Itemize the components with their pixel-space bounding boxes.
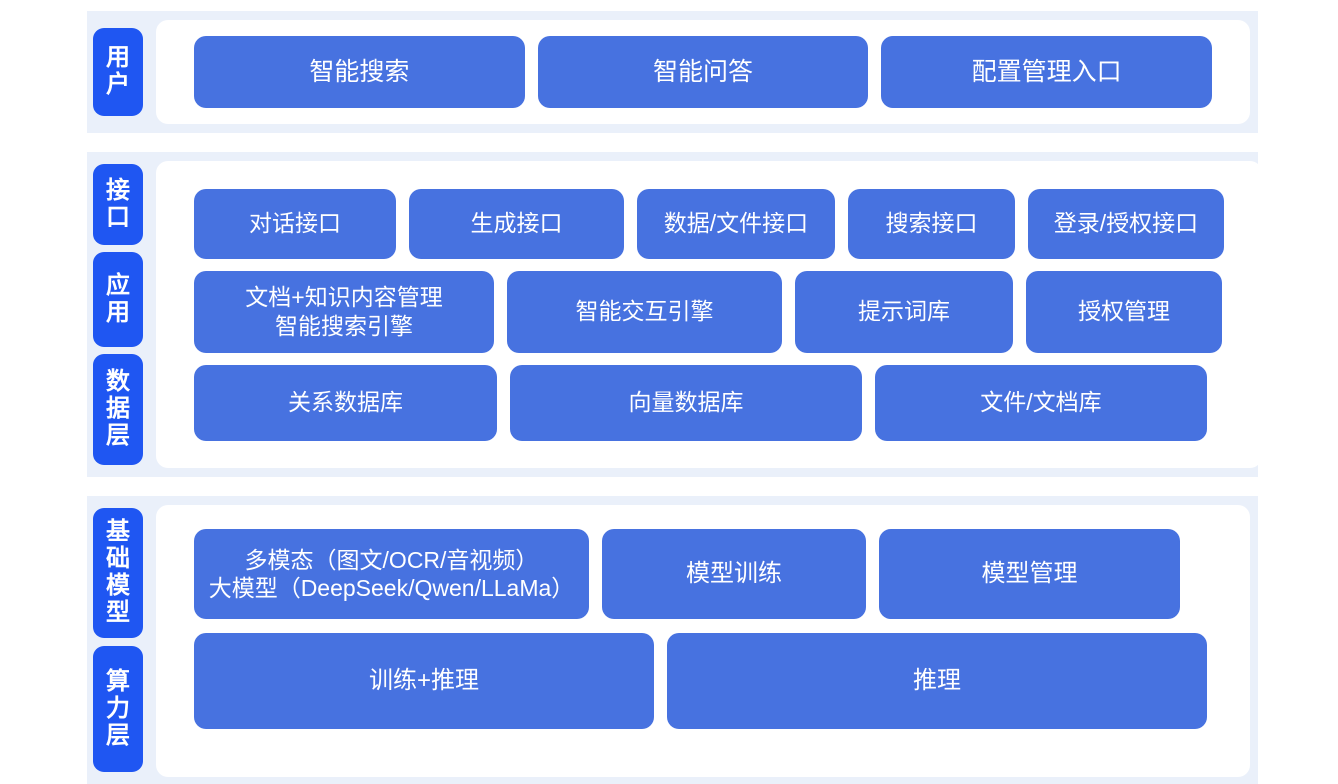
layer-tab-char: 据 (106, 395, 130, 423)
layer-tab-char: 础 (106, 545, 130, 573)
box-file-document-store[interactable]: 文件/文档库 (875, 364, 1207, 441)
row-data: 关系数据库 向量数据库 文件/文档库 (156, 364, 1262, 441)
tab-column-middle: 接口 应用 数据层 (87, 152, 149, 477)
box-authorization-management[interactable]: 授权管理 (1026, 270, 1222, 353)
layer-tab-char: 算 (106, 667, 130, 695)
layer-tab-char: 户 (106, 71, 130, 98)
row-model: 多模态（图文/OCR/音视频） 大模型（DeepSeek/Qwen/LLaMa）… (156, 529, 1250, 619)
row-compute: 训练+推理 推理 (156, 633, 1250, 729)
layer-tab-char: 接 (106, 176, 130, 204)
box-dialog-api[interactable]: 对话接口 (194, 188, 396, 259)
box-relational-database[interactable]: 关系数据库 (194, 364, 497, 441)
section-foundation: 基础模型 算力层 多模态（图文/OCR/音视频） 大模型（DeepSeek/Qw… (87, 496, 1258, 784)
box-smart-interaction-engine[interactable]: 智能交互引擎 (507, 270, 782, 353)
box-prompt-library[interactable]: 提示词库 (795, 270, 1013, 353)
card-user: 智能搜索 智能问答 配置管理入口 (156, 20, 1250, 124)
box-doc-knowledge-management[interactable]: 文档+知识内容管理 智能搜索引擎 (194, 270, 494, 353)
layer-tab-char: 应 (106, 271, 130, 299)
layer-tab-char: 数 (106, 368, 130, 396)
row-application: 文档+知识内容管理 智能搜索引擎 智能交互引擎 提示词库 授权管理 (156, 270, 1262, 353)
layer-tab-data[interactable]: 数据层 (93, 354, 143, 465)
box-multimodal-large-model[interactable]: 多模态（图文/OCR/音视频） 大模型（DeepSeek/Qwen/LLaMa） (194, 529, 589, 619)
row-user: 智能搜索 智能问答 配置管理入口 (156, 36, 1250, 108)
layer-tab-char: 用 (106, 298, 130, 326)
box-inference[interactable]: 推理 (667, 633, 1207, 729)
tab-column-foundation: 基础模型 算力层 (87, 496, 149, 784)
box-generation-api[interactable]: 生成接口 (409, 188, 624, 259)
box-config-management-entry[interactable]: 配置管理入口 (881, 36, 1213, 108)
box-model-management[interactable]: 模型管理 (879, 529, 1180, 619)
layer-tab-application[interactable]: 应用 (93, 252, 143, 348)
box-smart-qa[interactable]: 智能问答 (537, 36, 869, 108)
layer-tab-compute[interactable]: 算力层 (93, 646, 143, 772)
layer-tab-interface[interactable]: 接口 (93, 164, 143, 246)
layer-tab-char: 力 (106, 694, 130, 722)
box-search-api[interactable]: 搜索接口 (848, 188, 1015, 259)
card-middle: 对话接口 生成接口 数据/文件接口 搜索接口 登录/授权接口 文档+知识内容管理… (156, 161, 1262, 468)
box-smart-search[interactable]: 智能搜索 (194, 36, 525, 108)
layer-tab-char: 型 (106, 599, 130, 627)
layer-tab-char: 模 (106, 572, 130, 600)
section-user: 用户 智能搜索 智能问答 配置管理入口 (87, 11, 1258, 133)
box-data-file-api[interactable]: 数据/文件接口 (637, 188, 835, 259)
box-model-training[interactable]: 模型训练 (602, 529, 866, 619)
box-login-auth-api[interactable]: 登录/授权接口 (1028, 188, 1224, 259)
tab-column-user: 用户 (87, 11, 149, 133)
layer-tab-char: 口 (106, 203, 130, 231)
layer-tab-char: 基 (106, 518, 130, 546)
box-vector-database[interactable]: 向量数据库 (510, 364, 862, 441)
layer-tab-user[interactable]: 用户 (93, 28, 143, 116)
layer-tab-char: 层 (106, 422, 130, 450)
box-training-and-inference[interactable]: 训练+推理 (194, 633, 654, 729)
row-interface: 对话接口 生成接口 数据/文件接口 搜索接口 登录/授权接口 (156, 188, 1262, 259)
layer-tab-foundation-model[interactable]: 基础模型 (93, 508, 143, 639)
card-foundation: 多模态（图文/OCR/音视频） 大模型（DeepSeek/Qwen/LLaMa）… (156, 505, 1250, 777)
layer-tab-char: 层 (106, 721, 130, 749)
section-middle: 接口 应用 数据层 对话接口 生成接口 数据/文件接口 搜索接口 登录/授权接口… (87, 152, 1262, 477)
layer-tab-char: 用 (106, 44, 130, 72)
